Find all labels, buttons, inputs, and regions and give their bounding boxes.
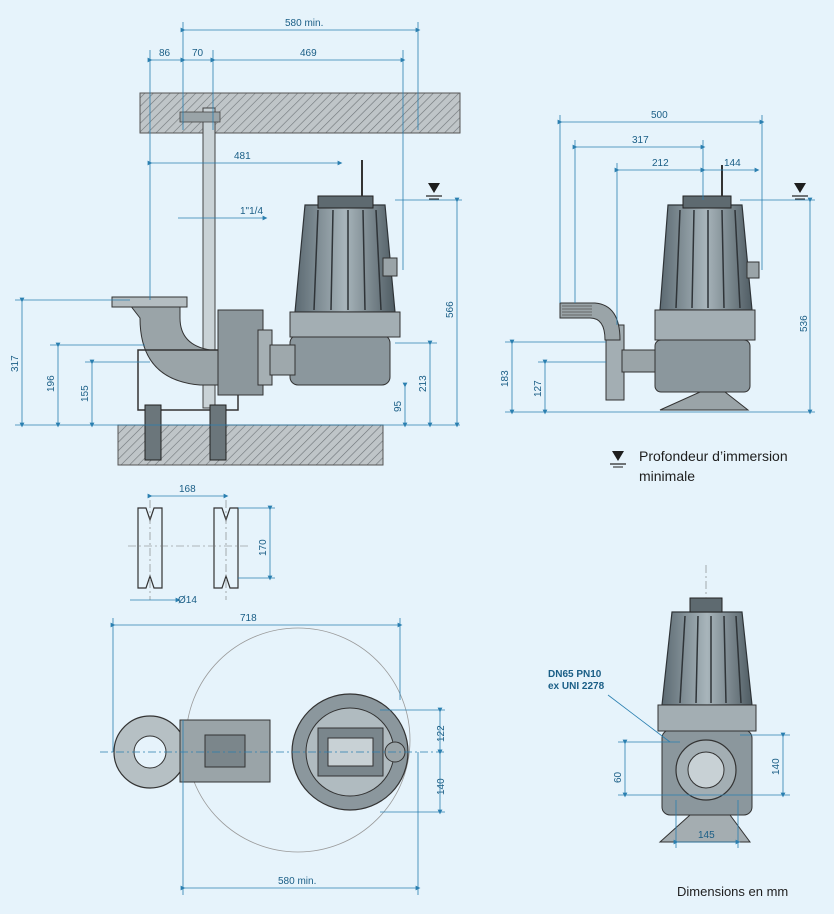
dim-140-front: 140 xyxy=(771,758,782,775)
dim-718: 718 xyxy=(240,613,257,624)
legend-label: Profondeur d’immersion minimale xyxy=(639,448,788,484)
guide-rail xyxy=(202,107,216,409)
dim-1-1-4: 1"1/4 xyxy=(240,206,263,217)
dim-500: 500 xyxy=(651,110,668,121)
front-view xyxy=(657,565,757,843)
dim-168: 168 xyxy=(179,484,196,495)
dim-213: 213 xyxy=(418,375,429,392)
dim-127: 127 xyxy=(533,380,544,397)
water-level-icon xyxy=(426,183,442,200)
dim-95: 95 xyxy=(393,400,404,412)
plan-view xyxy=(113,627,411,853)
dim-d14: Ø14 xyxy=(178,595,197,606)
dim-155: 155 xyxy=(80,385,91,402)
foot-right xyxy=(209,404,227,461)
dim-145: 145 xyxy=(698,830,715,841)
dim-144: 144 xyxy=(724,158,741,169)
water-level-icon xyxy=(610,451,626,468)
dim-580-min-bottom: 580 min. xyxy=(278,876,316,887)
flange-spec-line-1: DN65 PN10 xyxy=(548,669,602,680)
flange-spec-label: DN65 PN10 ex UNI 2278 xyxy=(548,669,604,693)
dim-196: 196 xyxy=(46,375,57,392)
dim-317-left: 317 xyxy=(10,355,21,372)
foot-detail xyxy=(128,500,250,600)
free-standing-side-view xyxy=(559,165,760,411)
dim-481: 481 xyxy=(234,151,251,162)
dim-566: 566 xyxy=(445,301,456,318)
free-elbow xyxy=(559,302,621,341)
flange-spec-line-2: ex UNI 2278 xyxy=(548,681,605,692)
dim-536: 536 xyxy=(799,315,810,332)
dim-317-free: 317 xyxy=(632,135,649,146)
dim-60: 60 xyxy=(613,771,624,783)
foot-left xyxy=(144,404,162,461)
dim-469: 469 xyxy=(300,48,317,59)
dim-140-plan: 140 xyxy=(436,778,447,795)
dim-212: 212 xyxy=(652,158,669,169)
dimension-lines xyxy=(15,22,815,895)
units-note: Dimensions en mm xyxy=(677,884,789,899)
floor-slab xyxy=(117,424,384,466)
pump-volute xyxy=(289,334,391,386)
dim-86: 86 xyxy=(159,48,171,59)
water-level-icon xyxy=(792,183,808,200)
dim-170: 170 xyxy=(258,539,269,556)
free-motor xyxy=(659,204,753,311)
installed-side-view xyxy=(111,92,461,466)
dim-70: 70 xyxy=(192,48,204,59)
dim-580-min-top: 580 min. xyxy=(285,18,323,29)
dimension-labels: 580 min. 86 70 469 481 1"1/4 566 317 196… xyxy=(10,18,810,887)
dim-183: 183 xyxy=(500,370,511,387)
dim-122: 122 xyxy=(436,725,447,742)
